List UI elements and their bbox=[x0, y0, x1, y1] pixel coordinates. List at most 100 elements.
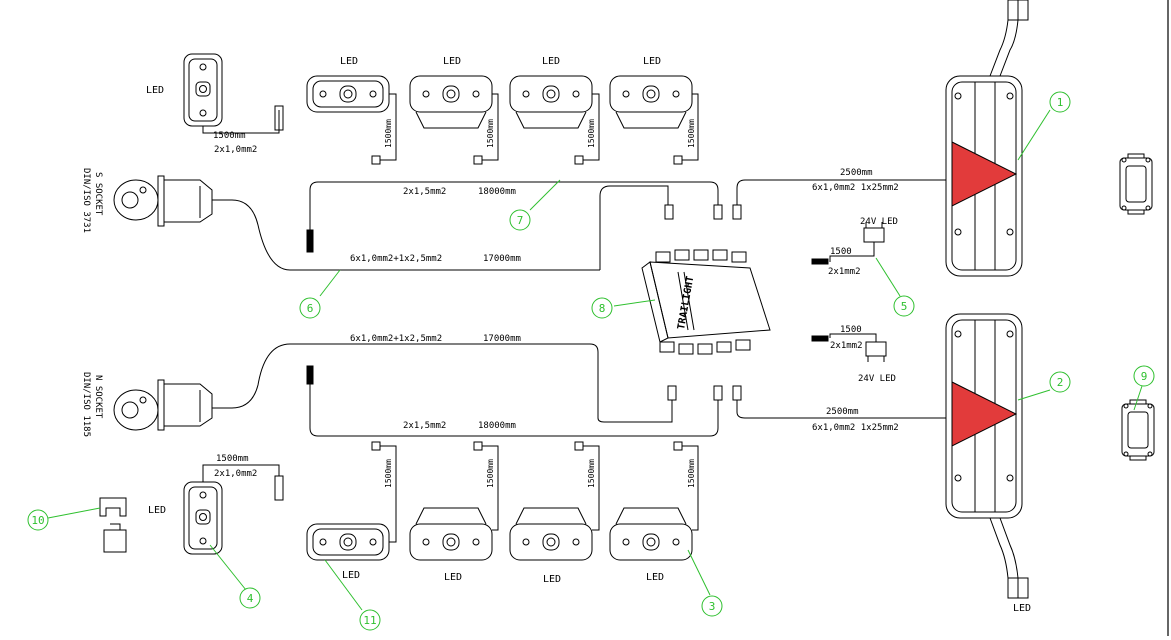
cable-end bbox=[306, 229, 314, 253]
wire-spec-label: 6x1,0mm2+1x2,5mm2 bbox=[350, 254, 442, 264]
socket-label: S SOCKET bbox=[93, 172, 103, 216]
callout-11 bbox=[359, 609, 381, 631]
marker-light-bottom-1 bbox=[306, 441, 397, 561]
marker-light-top-2 bbox=[409, 75, 499, 165]
wire-spec-label: 2x1,5mm2 bbox=[403, 421, 446, 431]
length-label: 1500mm bbox=[213, 131, 246, 141]
rear-lamp-bottom bbox=[945, 313, 1029, 599]
callout-number: 10 bbox=[31, 514, 44, 527]
length-label: 1500mm bbox=[687, 119, 696, 148]
connector bbox=[667, 385, 677, 401]
led-label: LED bbox=[342, 570, 360, 581]
led-label: LED bbox=[542, 56, 560, 67]
wire-spec-label: 2x1,0mm2 bbox=[214, 469, 257, 479]
callout-2 bbox=[1049, 371, 1071, 393]
junction-box bbox=[641, 249, 771, 355]
led-marker-bottom-left bbox=[183, 464, 284, 555]
led-label: LED bbox=[646, 572, 664, 583]
marker-light-top-4 bbox=[609, 75, 699, 165]
brand-label: TRAILIGHT bbox=[676, 275, 696, 330]
wire-spec-label: 6x1,0mm2 1x25mm2 bbox=[812, 183, 899, 193]
length-label: 17000mm bbox=[483, 334, 521, 344]
harness-2x1-5-top bbox=[309, 181, 719, 252]
connector bbox=[732, 385, 742, 401]
length-label: 17000mm bbox=[483, 254, 521, 264]
callout-number: 3 bbox=[709, 600, 716, 613]
callout-number: 6 bbox=[307, 302, 314, 315]
length-label: 1500mm bbox=[216, 454, 249, 464]
wire-spec-label: 2x1mm2 bbox=[828, 267, 861, 277]
callout-9 bbox=[1133, 365, 1155, 387]
side-marker-top bbox=[1119, 153, 1153, 215]
callout-4 bbox=[239, 587, 261, 609]
callout-8 bbox=[591, 297, 613, 319]
led-24v-label: 24V LED bbox=[858, 374, 896, 384]
led-label: LED bbox=[146, 85, 164, 96]
connector bbox=[713, 385, 723, 401]
length-label: 1500mm bbox=[687, 459, 696, 488]
led-label: LED bbox=[444, 572, 462, 583]
socket-standard-label: DIN/ISO 3731 bbox=[81, 168, 91, 233]
callout-number: 11 bbox=[363, 614, 376, 627]
callout-5 bbox=[893, 295, 915, 317]
connector bbox=[713, 204, 723, 220]
callout-number: 2 bbox=[1057, 376, 1064, 389]
length-label: 18000mm bbox=[478, 187, 516, 197]
side-marker-bottom bbox=[1121, 399, 1155, 461]
led-24v-top bbox=[811, 222, 885, 265]
marker-light-top-3 bbox=[509, 75, 600, 165]
wire-spec-label: 2x1,0mm2 bbox=[214, 145, 257, 155]
led-label: LED bbox=[643, 56, 661, 67]
wire-spec-label: 2x1mm2 bbox=[830, 341, 863, 351]
led-24v-label: 24V LED bbox=[860, 217, 898, 227]
led-label: LED bbox=[340, 56, 358, 67]
cable-end bbox=[306, 365, 314, 385]
connector bbox=[732, 204, 742, 220]
harness-2x1-5-bottom bbox=[309, 370, 719, 437]
marker-light-bottom-2 bbox=[409, 441, 499, 561]
cable-rear-lamp-bottom bbox=[736, 400, 946, 419]
socket-n bbox=[113, 343, 673, 431]
wire-spec-label: 6x1,0mm2 1x25mm2 bbox=[812, 423, 899, 433]
led-label: LED bbox=[443, 56, 461, 67]
rear-lamp-top bbox=[945, 0, 1029, 277]
callout-number: 4 bbox=[247, 592, 254, 605]
callout-3 bbox=[701, 595, 723, 617]
length-label: 1500mm bbox=[486, 459, 495, 488]
socket-s bbox=[113, 175, 600, 271]
socket-label: N SOCKET bbox=[93, 375, 103, 419]
callouts bbox=[47, 109, 1143, 611]
length-label: 1500 bbox=[840, 325, 862, 335]
socket-standard-label: DIN/ISO 1185 bbox=[81, 372, 91, 437]
marker-light-top-1 bbox=[306, 75, 397, 165]
callout-number: 8 bbox=[599, 302, 606, 315]
length-label: 2500mm bbox=[840, 168, 873, 178]
led-label: LED bbox=[148, 505, 166, 516]
length-label: 1500mm bbox=[384, 459, 393, 488]
marker-light-bottom-4 bbox=[609, 441, 699, 561]
marker-light-bottom-3 bbox=[509, 441, 600, 561]
callout-number: 7 bbox=[517, 214, 524, 227]
wire-spec-label: 6x1,0mm2+1x2,5mm2 bbox=[350, 334, 442, 344]
mounting-clip bbox=[99, 497, 127, 553]
cable-6x1-top bbox=[599, 185, 669, 270]
length-label: 1500mm bbox=[486, 119, 495, 148]
callout-1 bbox=[1049, 91, 1071, 113]
callout-6 bbox=[299, 297, 321, 319]
length-label: 1500mm bbox=[587, 459, 596, 488]
connector bbox=[664, 204, 674, 220]
length-label: 1500 bbox=[830, 247, 852, 257]
cable-rear-lamp-top bbox=[736, 179, 946, 205]
length-label: 1500mm bbox=[587, 119, 596, 148]
led-label: LED bbox=[1013, 603, 1031, 614]
led-marker-top-left bbox=[183, 53, 284, 134]
callout-number: 1 bbox=[1057, 96, 1064, 109]
wire-spec-label: 2x1,5mm2 bbox=[403, 187, 446, 197]
length-label: 2500mm bbox=[826, 407, 859, 417]
length-label: 1500mm bbox=[384, 119, 393, 148]
callout-7 bbox=[509, 209, 531, 231]
callout-number: 5 bbox=[901, 300, 908, 313]
led-label: LED bbox=[543, 574, 561, 585]
